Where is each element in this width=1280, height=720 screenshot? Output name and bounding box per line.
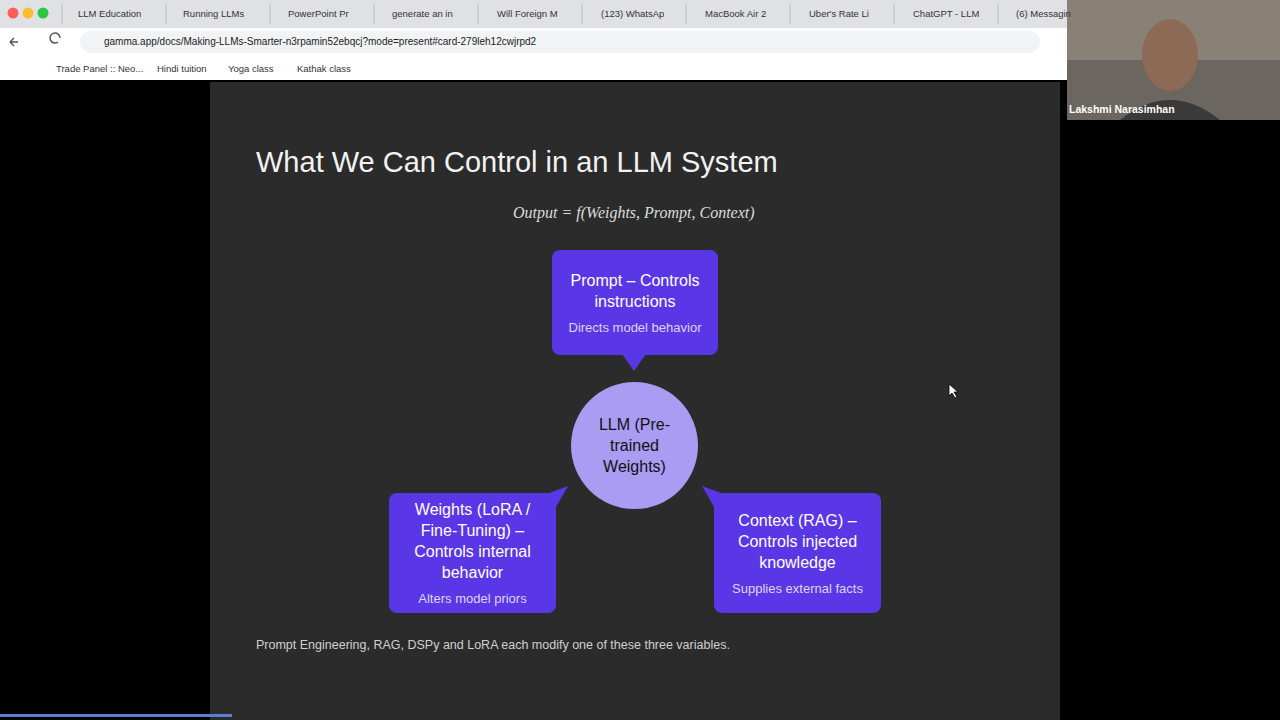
- participant-name: Lakshmi Narasimhan: [1069, 103, 1175, 115]
- node-heading: Prompt – Controls instructions: [564, 270, 706, 312]
- tab-title: generate an in: [392, 8, 453, 19]
- bookmark: Trade Panel :: Neo...: [56, 63, 143, 74]
- node-heading: Context (RAG) – Controls injected knowle…: [726, 510, 869, 573]
- tab-title: MacBook Air 2: [705, 8, 766, 19]
- callout-box: Context (RAG) – Controls injected knowle…: [714, 493, 881, 613]
- callout-box: Prompt – Controls instructionsDirects mo…: [552, 250, 718, 355]
- url-text: gamma.app/docs/Making-LLMs-Smarter-n3rpa…: [104, 36, 536, 47]
- model-circle: LLM (Pre-trained Weights): [571, 382, 698, 509]
- node-body: Directs model behavior: [569, 319, 702, 336]
- tab-title: (6) Messagin: [1016, 8, 1071, 19]
- node-body: Supplies external facts: [732, 580, 863, 597]
- callout-box: Weights (LoRA / Fine-Tuning) – Controls …: [389, 493, 556, 613]
- slide-title: What We Can Control in an LLM System: [256, 146, 778, 179]
- node-body: Alters model priors: [418, 590, 526, 607]
- tab-title: Uber's Rate Li: [809, 8, 869, 19]
- tab-title: (123) WhatsAp: [601, 8, 664, 19]
- bookmark: Yoga class: [228, 63, 274, 74]
- tab-title: PowerPoint Pr: [288, 8, 349, 19]
- node-heading: LLM (Pre-trained Weights): [585, 414, 684, 477]
- tab-title: Will Foreign M: [497, 8, 558, 19]
- tab-title: ChatGPT - LLM: [913, 8, 979, 19]
- formula: Output = f(Weights, Prompt, Context): [513, 204, 755, 222]
- bookmark: Kathak class: [297, 63, 351, 74]
- tab-title: Running LLMs: [183, 8, 244, 19]
- bookmark: Hindi tuition: [157, 63, 207, 74]
- node-heading: Weights (LoRA / Fine-Tuning) – Controls …: [401, 499, 544, 583]
- tab-title: LLM Education: [78, 8, 141, 19]
- slide-caption: Prompt Engineering, RAG, DSPy and LoRA e…: [256, 638, 730, 652]
